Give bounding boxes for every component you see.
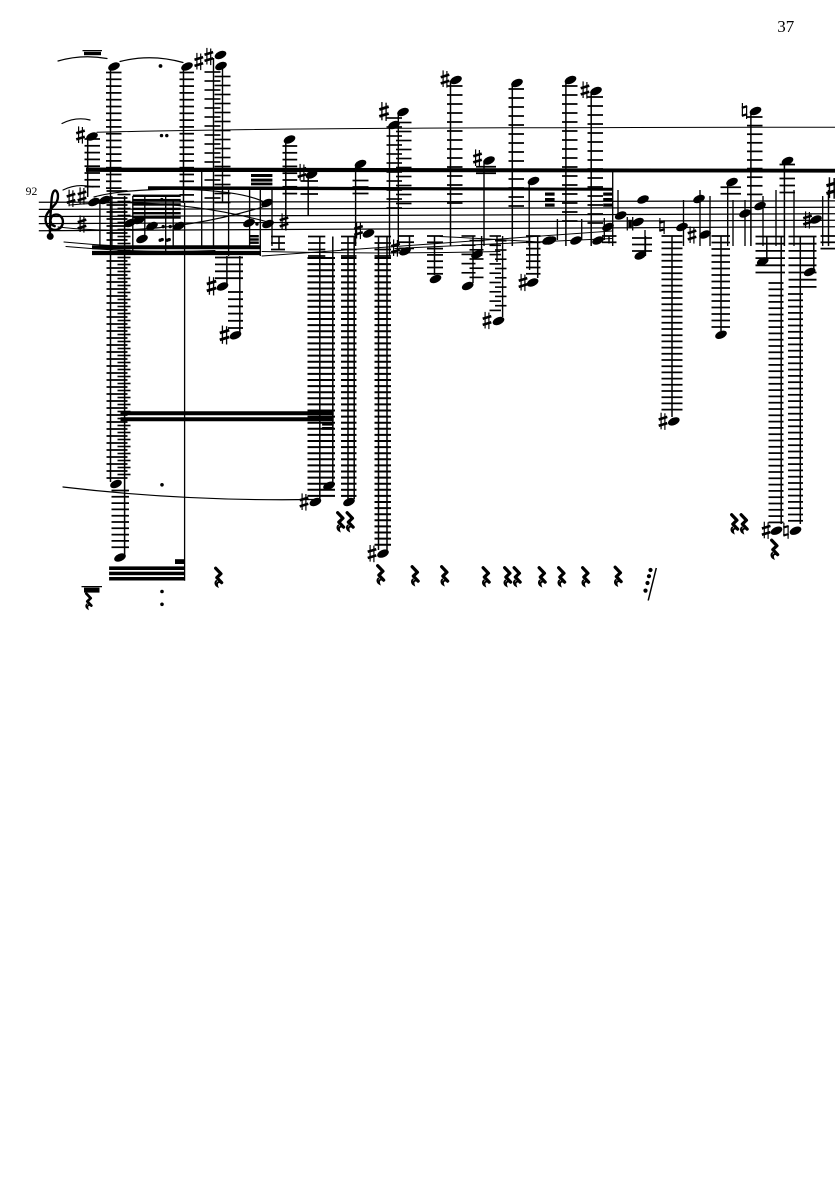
svg-text:37: 37 xyxy=(777,17,795,36)
svg-text:92: 92 xyxy=(26,185,38,198)
